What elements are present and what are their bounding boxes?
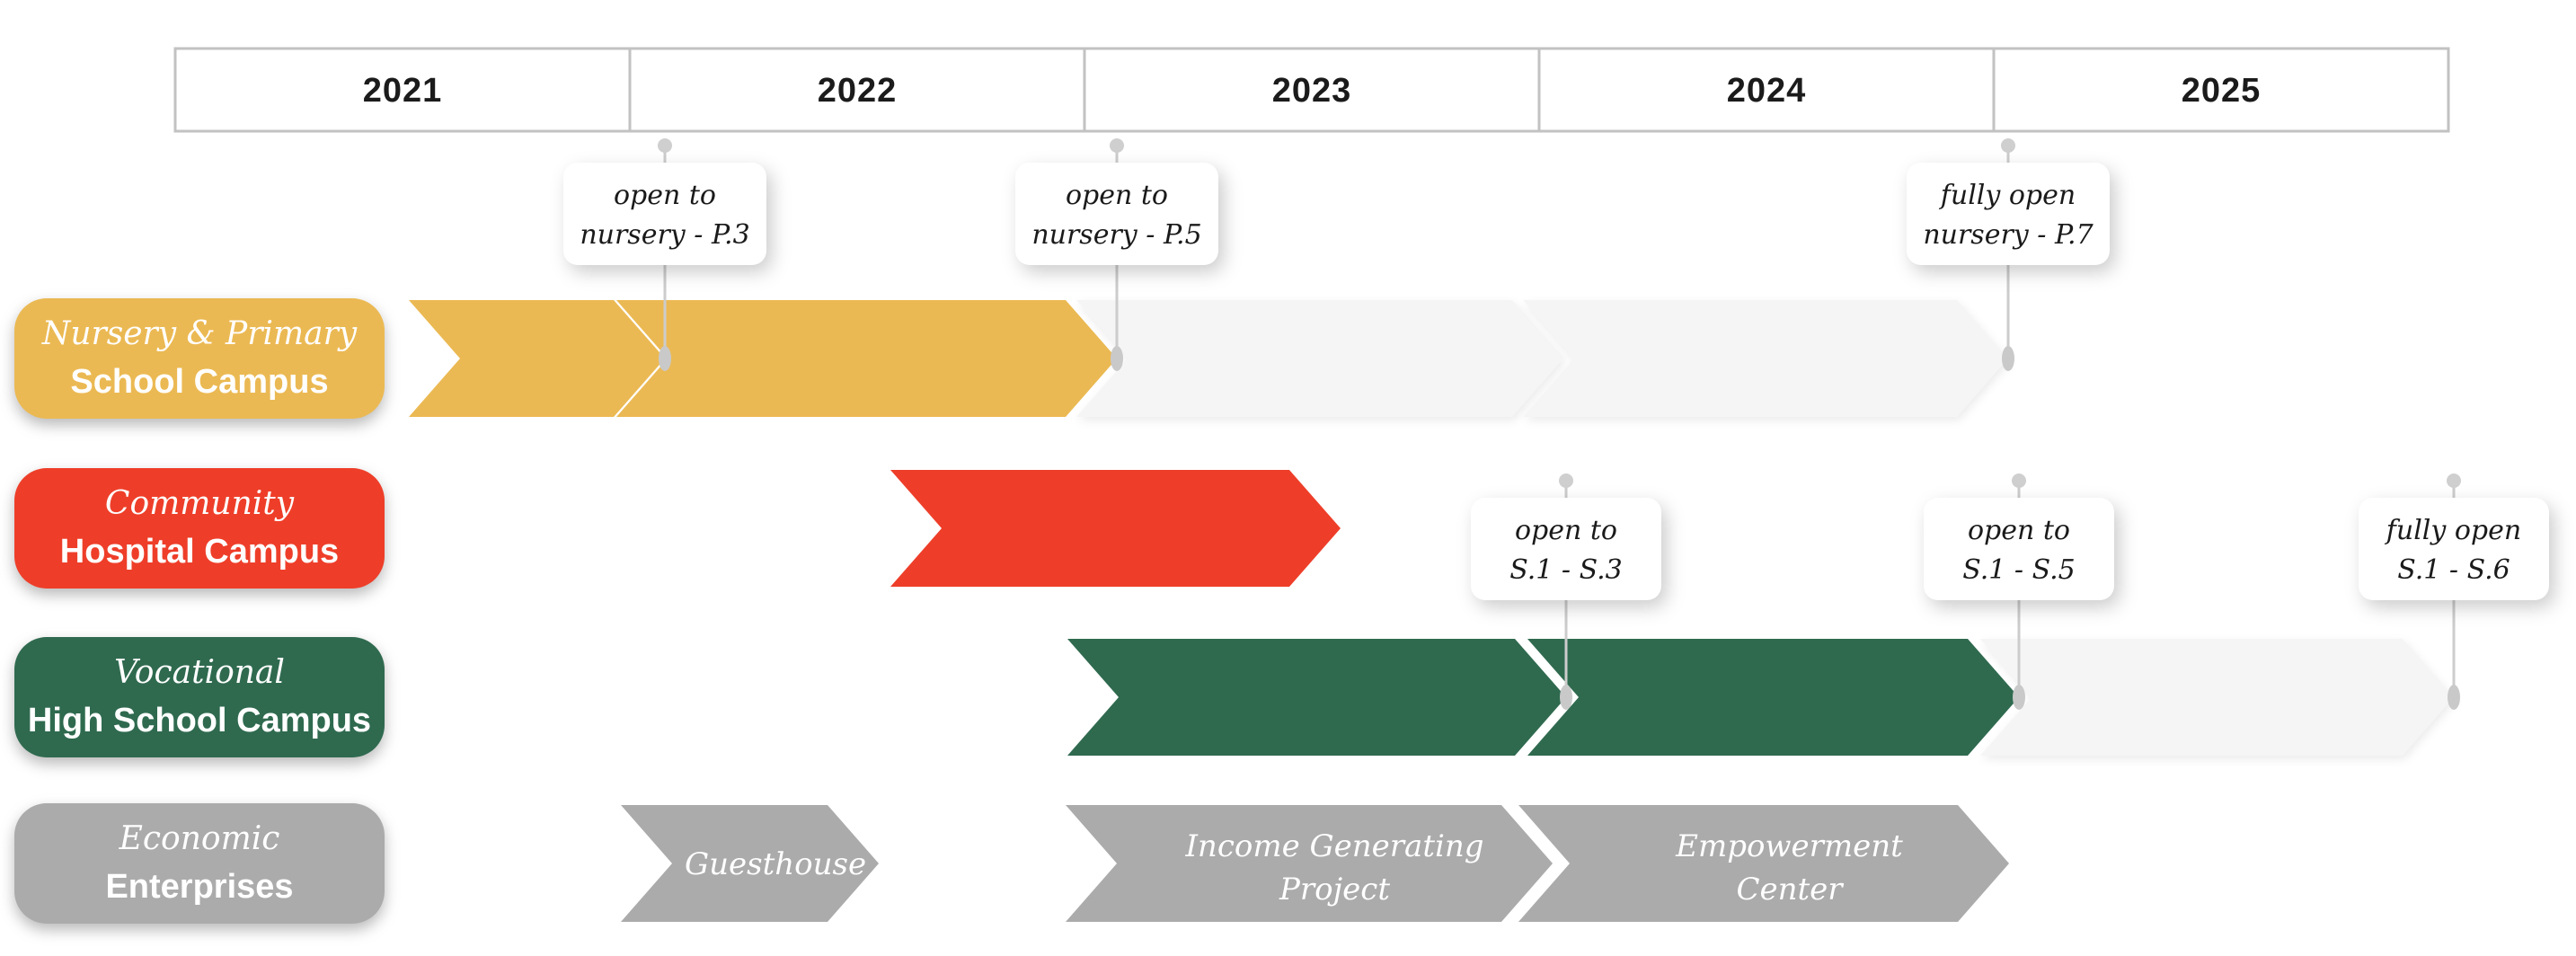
callout-text-line2: nursery - P.5	[1031, 219, 1201, 251]
callout-text-line1: open to	[1515, 515, 1617, 546]
callout-connector-pin	[1560, 685, 1572, 710]
callout-box	[1907, 163, 2110, 265]
callout-connector-pin	[2002, 346, 2014, 371]
year-header-cell-2025	[1992, 47, 2450, 133]
milestone-callout: open to nursery - P.5	[1015, 138, 1218, 371]
year-label-2022: 2022	[818, 72, 898, 110]
callout-connector-pin	[659, 346, 671, 371]
callout-box	[2359, 498, 2549, 600]
year-label-2024: 2024	[1727, 72, 1807, 110]
callout-connector-dot	[1559, 474, 1573, 488]
callout-connector-dot	[2447, 474, 2461, 488]
callout-text-line2: S.1 - S.3	[1509, 554, 1622, 586]
year-label-2023: 2023	[1272, 72, 1352, 110]
callout-text-line2: nursery - P.7	[1923, 219, 2094, 251]
callout-connector-dot	[658, 138, 672, 153]
year-header-cell-2022	[628, 47, 1086, 133]
year-label-2025: 2025	[2182, 72, 2262, 110]
segment-nursery-primary-school-1	[409, 300, 665, 417]
row-pill-economic-enterprises	[14, 803, 385, 924]
callout-connector-dot	[2012, 474, 2026, 488]
segment-label-line1: Empowerment	[1675, 828, 1903, 864]
row-pill-line1: Nursery & Primary	[41, 315, 358, 352]
callout-text-line2: nursery - P.3	[580, 219, 749, 251]
segment-economic-enterprises-1	[621, 805, 879, 922]
callout-box	[1015, 163, 1218, 265]
row-pill-community-hospital	[14, 468, 385, 589]
callout-connector-dot	[1110, 138, 1124, 153]
row-pill-line1: Economic	[119, 820, 280, 857]
callout-text-line1: fully open	[2385, 515, 2521, 546]
year-header-cell-2021	[173, 47, 632, 133]
callout-text-line2: S.1 - S.5	[1962, 554, 2075, 586]
row-pill-nursery-primary-school	[14, 298, 385, 419]
segment-label-line2: Project	[1279, 872, 1390, 907]
segment-vocational-high-school-3	[1980, 639, 2454, 756]
segment-nursery-primary-school-4	[1523, 300, 2008, 417]
segment-economic-enterprises-3	[1518, 805, 2009, 922]
callout-text-line2: S.1 - S.6	[2397, 554, 2510, 586]
callout-box	[563, 163, 766, 265]
segment-economic-enterprises-2	[1066, 805, 1553, 922]
segment-nursery-primary-school-2	[616, 300, 1117, 417]
segment-label-line2: Center	[1736, 872, 1844, 907]
callout-text-line1: open to	[1066, 180, 1168, 211]
callout-text-line1: open to	[1968, 515, 2070, 546]
callout-text-line1: fully open	[1939, 180, 2076, 211]
year-header-cell-2023	[1083, 47, 1541, 133]
year-label-2021: 2021	[363, 72, 443, 110]
callout-box	[1924, 498, 2114, 600]
row-pill-line2: Hospital Campus	[60, 533, 339, 571]
callout-connector-dot	[2001, 138, 2015, 153]
milestone-callout: open to S.1 - S.3	[1471, 474, 1661, 710]
segment-label: Guesthouse	[685, 846, 866, 882]
segment-vocational-high-school-2	[1527, 639, 2019, 756]
segment-vocational-high-school-1	[1067, 639, 1566, 756]
milestone-callout: open to S.1 - S.5	[1924, 474, 2114, 710]
year-header: 2021 2022 2023 2024 2025	[173, 47, 2450, 133]
segment-community-hospital-1	[890, 470, 1341, 587]
row-pill-line1: Vocational	[114, 654, 285, 691]
row-pill-line2: High School Campus	[28, 702, 371, 739]
row-pill-vocational-high-school	[14, 637, 385, 757]
callout-connector-pin	[2448, 685, 2460, 710]
row-pill-line1: Community	[105, 485, 295, 522]
milestone-callout: fully open nursery - P.7	[1907, 138, 2110, 371]
milestone-callout: open to nursery - P.3	[563, 138, 766, 371]
segment-label-line1: Income Generating	[1184, 828, 1483, 864]
callout-connector-pin	[1111, 346, 1123, 371]
callout-text-line1: open to	[614, 180, 716, 211]
row-pill-line2: Enterprises	[105, 868, 293, 906]
row-pill-line2: School Campus	[70, 363, 328, 401]
segment-nursery-primary-school-3	[1076, 300, 1563, 417]
callout-connector-pin	[2013, 685, 2025, 710]
callout-box	[1471, 498, 1661, 600]
